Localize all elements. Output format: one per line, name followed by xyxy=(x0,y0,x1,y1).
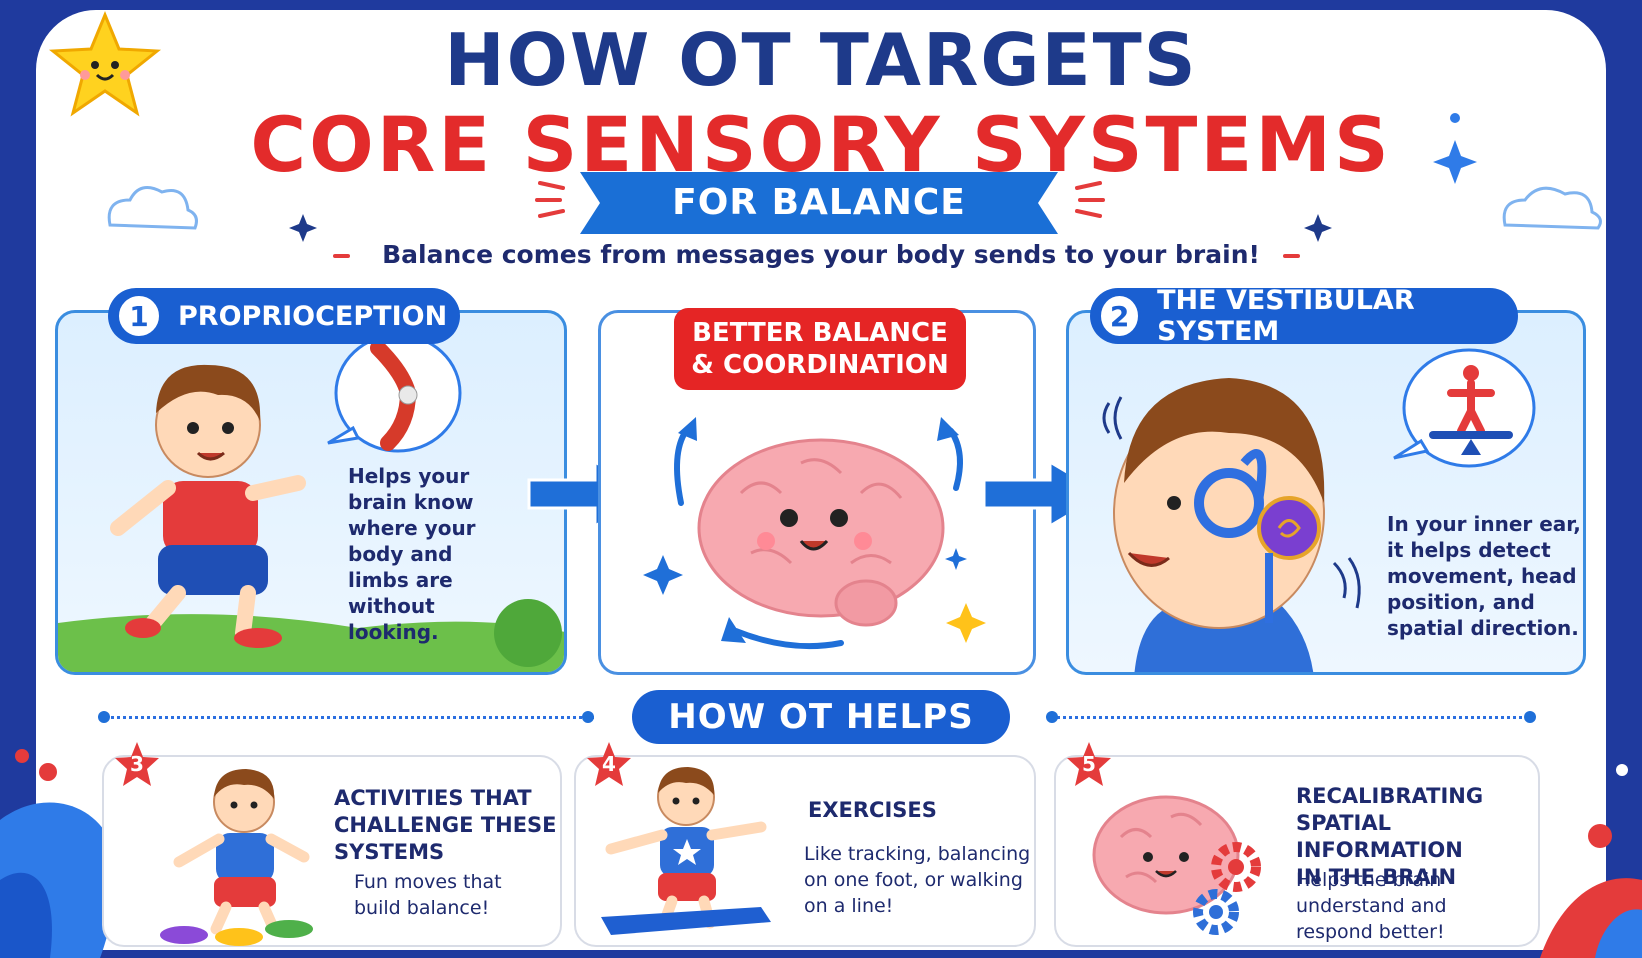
sparkle-icon xyxy=(643,555,683,595)
sparkle-icon xyxy=(945,548,967,570)
brain-gears-icon xyxy=(1092,795,1261,935)
step-5-title: RECALIBRATING SPATIAL INFORMATION IN THE… xyxy=(1296,783,1538,891)
proprioception-text: Helps your brain know where your body an… xyxy=(348,463,476,645)
step-badge-star-3 xyxy=(115,742,159,786)
step-number-1: 1 xyxy=(116,293,162,339)
step-number-4: 4 xyxy=(602,752,616,776)
vestibular-label: 2 THE VESTIBULAR SYSTEM xyxy=(1090,285,1518,347)
dot-white xyxy=(1616,764,1628,776)
title-line: RECALIBRATING xyxy=(1296,784,1484,808)
title-line: ACTIVITIES THAT xyxy=(334,786,532,810)
step-card-4: EXERCISES Like tracking, balancing on on… xyxy=(574,755,1036,947)
title-line: IN THE BRAIN xyxy=(1296,865,1457,889)
blob-left-dark xyxy=(0,872,52,958)
step-number-3: 3 xyxy=(130,752,144,776)
child-head-icon xyxy=(1113,378,1325,672)
better-balance-label: BETTER BALANCE & COORDINATION xyxy=(674,308,966,390)
step-number-2: 2 xyxy=(1098,293,1142,339)
text-line: without xyxy=(348,594,435,618)
subtitle: Balance comes from messages your body se… xyxy=(382,240,1260,269)
arrowheads xyxy=(678,417,959,643)
body-line: Helps the brain xyxy=(1296,869,1442,891)
proprioception-label: 1 PROPRIOCEPTION xyxy=(108,288,460,344)
dotted-divider-left xyxy=(104,716,594,719)
balance-figure-bubble-icon xyxy=(1393,348,1536,468)
label-line: BETTER BALANCE xyxy=(692,318,948,348)
proprioception-title: PROPRIOCEPTION xyxy=(178,300,448,332)
text-line: body and xyxy=(348,542,453,566)
text-line: brain know xyxy=(348,490,474,514)
brain-icon xyxy=(697,438,945,627)
running-child-icon xyxy=(110,364,306,648)
child-balance-stones-icon xyxy=(160,769,313,946)
dotted-divider-right xyxy=(1050,716,1530,719)
body-line: understand and xyxy=(1296,895,1447,917)
text-line: In your inner ear, xyxy=(1387,512,1581,536)
step-5-body: Helps the brain understand and respond b… xyxy=(1296,867,1447,945)
proprioception-illustration xyxy=(58,333,564,672)
star-mascot-icon xyxy=(48,11,162,117)
step-3-body: Fun moves that build balance! xyxy=(354,869,502,921)
cloud-icon xyxy=(107,186,198,230)
step-card-3: ACTIVITIES THAT CHALLENGE THESE SYSTEMS … xyxy=(102,755,562,947)
vestibular-card: In your inner ear, it helps detect movem… xyxy=(1066,310,1586,675)
vestibular-title: THE VESTIBULAR SYSTEM xyxy=(1157,285,1415,347)
body-line: respond better! xyxy=(1296,921,1445,943)
step-badge-star-4 xyxy=(587,742,631,786)
step-card-5: RECALIBRATING SPATIAL INFORMATION IN THE… xyxy=(1054,755,1540,947)
title-line: CHALLENGE THESE xyxy=(334,813,557,837)
body-line: build balance! xyxy=(354,897,490,919)
step-badge-star-5 xyxy=(1067,742,1111,786)
blob-right-blue xyxy=(1595,909,1642,958)
text-line: it helps detect xyxy=(1387,538,1551,562)
sparkle-icon xyxy=(1433,140,1477,184)
title-line: SPATIAL INFORMATION xyxy=(1296,811,1463,862)
proprioception-card: Helps your brain know where your body an… xyxy=(55,310,567,675)
emphasis-marks xyxy=(333,181,1300,258)
child-balance-beam-icon xyxy=(601,767,771,935)
ribbon-label: FOR BALANCE xyxy=(672,182,966,223)
bush-icon xyxy=(494,599,562,667)
grass xyxy=(58,614,564,672)
text-line: spatial direction. xyxy=(1387,616,1579,640)
text-line: position, and xyxy=(1387,590,1535,614)
dot-red xyxy=(39,763,57,781)
sparkle-icon xyxy=(289,214,1332,242)
how-ot-helps-heading: HOW OT HELPS xyxy=(632,690,1010,744)
step-4-title: EXERCISES xyxy=(808,798,937,822)
step-4-body: Like tracking, balancing on one foot, or… xyxy=(804,841,1030,919)
body-line: Like tracking, balancing xyxy=(804,843,1031,865)
label-line: & COORDINATION xyxy=(691,350,949,380)
step-3-title: ACTIVITIES THAT CHALLENGE THESE SYSTEMS xyxy=(334,785,557,866)
title-line-1: HOW OT TARGETS xyxy=(444,18,1198,102)
cloud-icon xyxy=(1502,186,1602,230)
ribbon-banner xyxy=(580,172,1058,234)
text-line: Helps your xyxy=(348,464,470,488)
body-line: on one foot, or walking xyxy=(804,869,1023,891)
dot-red xyxy=(15,749,29,763)
dot-red xyxy=(1588,824,1612,848)
sparkle-icon xyxy=(946,603,986,643)
sound-waves-icon xyxy=(1102,396,1361,609)
text-line: limbs are xyxy=(348,568,453,592)
text-line: looking. xyxy=(348,620,439,644)
body-line: Fun moves that xyxy=(354,871,502,893)
vestibular-text: In your inner ear, it helps detect movem… xyxy=(1387,511,1581,641)
title-line: SYSTEMS xyxy=(334,840,445,864)
text-line: where your xyxy=(348,516,476,540)
brain-illustration xyxy=(643,417,986,650)
text-line: movement, head xyxy=(1387,564,1577,588)
vestibular-illustration xyxy=(1102,348,1536,672)
step-number-5: 5 xyxy=(1082,752,1096,776)
body-line: on a line! xyxy=(804,895,894,917)
